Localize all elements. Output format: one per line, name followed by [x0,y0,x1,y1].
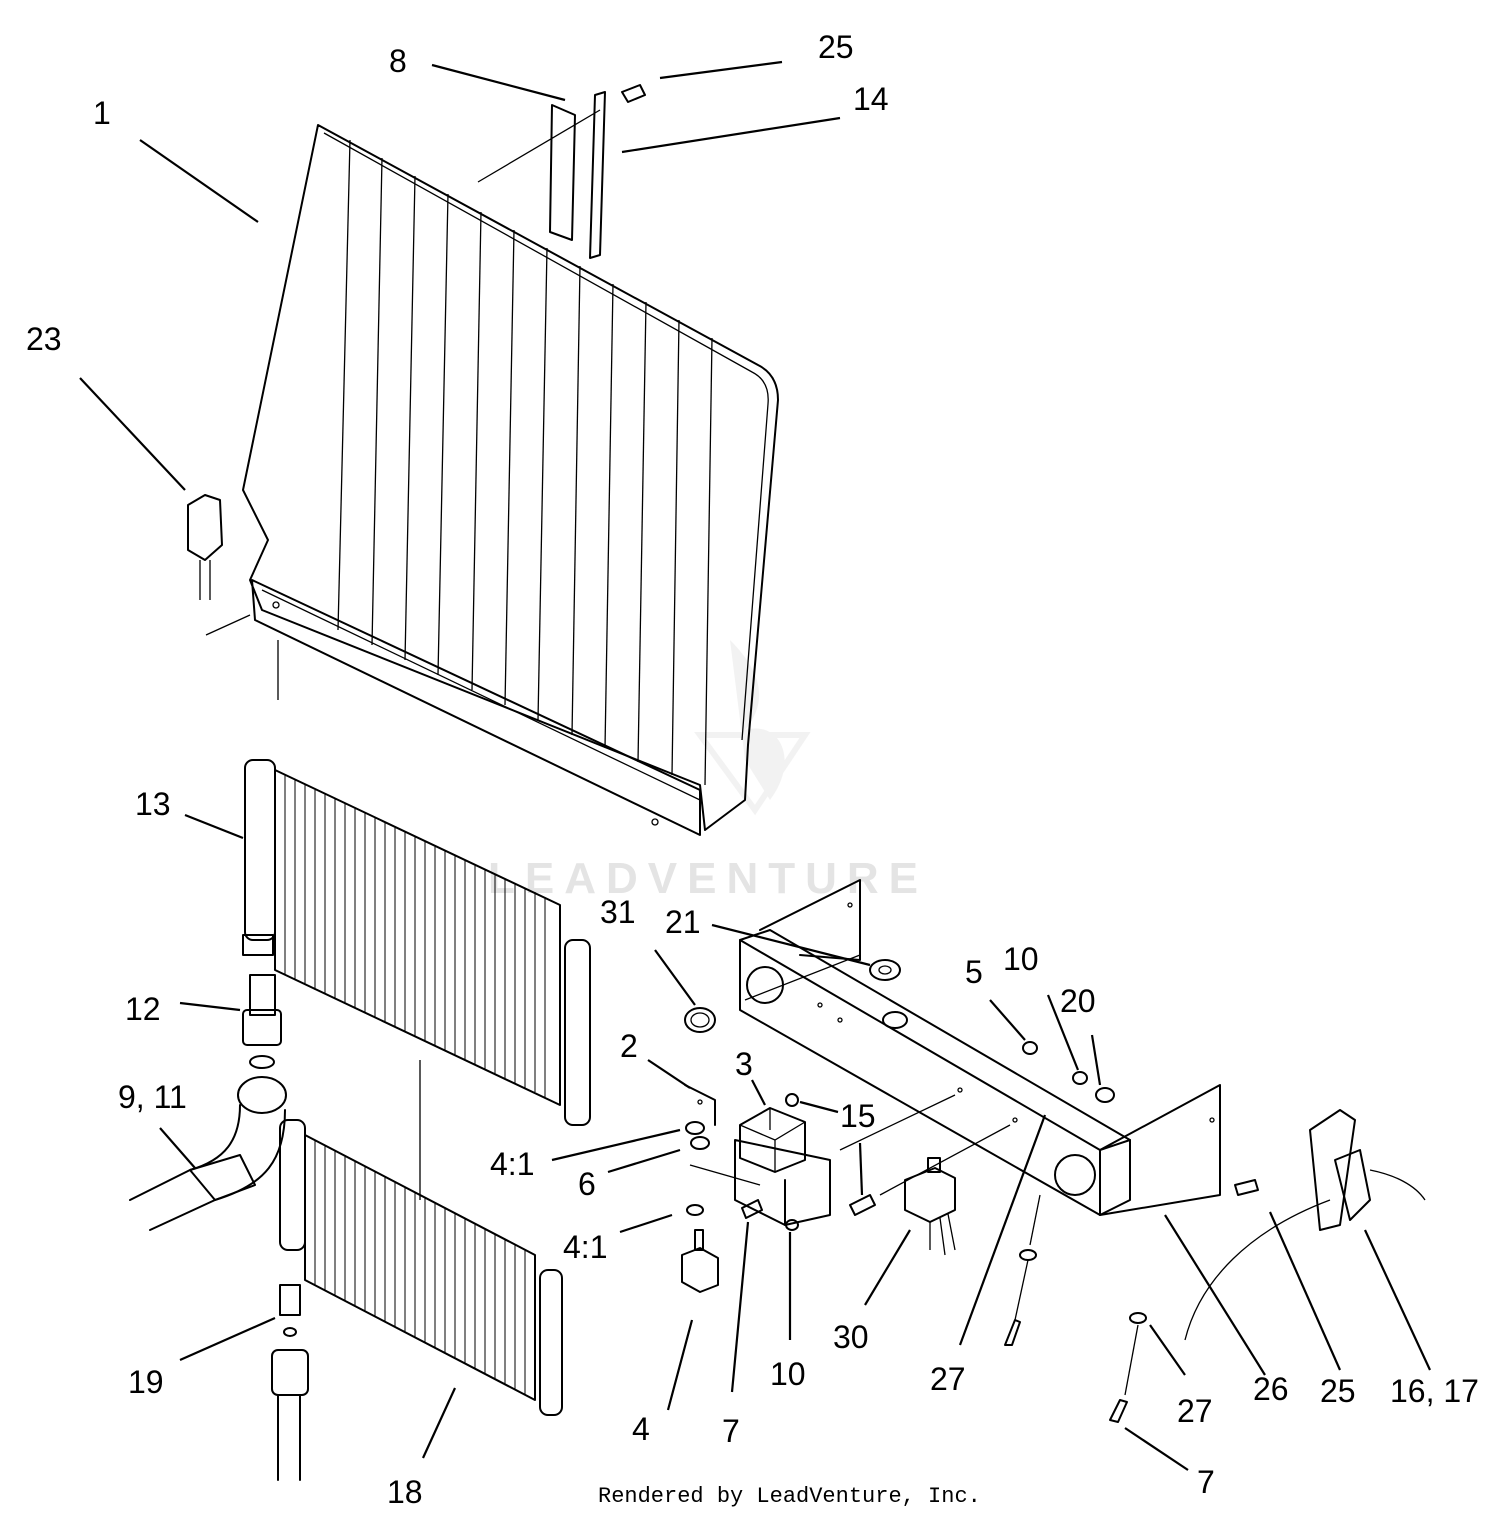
bracket-16-17 [1184,1109,1426,1341]
fitting-12 [242,974,282,1069]
callout-23: 23 [26,321,62,357]
callout-7-right: 7 [1197,1464,1215,1500]
bolt-7-right [1109,1399,1128,1423]
seal-strip-8 [549,104,576,241]
callout-8: 8 [389,43,407,79]
washer-4-1-top [685,1121,710,1150]
shroud-panel [242,124,779,836]
callout-14: 14 [853,81,889,117]
callout-18: 18 [387,1474,423,1510]
callout-12: 12 [125,991,161,1027]
callout-4-1-bottom: 4:1 [563,1229,607,1265]
callout-26: 26 [1253,1371,1289,1407]
watermark-logo [694,640,811,816]
nut-31 [684,1007,716,1033]
callout-16-17: 16, 17 [1390,1373,1479,1409]
callout-31: 31 [600,894,636,930]
callout-7-left: 7 [722,1413,740,1449]
callout-30: 30 [833,1319,869,1355]
callout-5: 5 [965,954,983,990]
render-credit: Rendered by LeadVenture, Inc. [598,1484,981,1509]
callout-15: 15 [840,1098,876,1134]
washer-27-right [1129,1312,1147,1324]
washer-4-1-bottom [686,1204,704,1216]
seal-strip-14 [589,91,606,259]
relay-30 [904,1157,956,1256]
nut-5 [1022,1041,1038,1055]
callout-1: 1 [93,95,111,131]
callout-19: 19 [128,1364,164,1400]
bracket-2 [684,1084,831,1226]
screw-15 [785,1093,876,1216]
assembly-line [205,614,279,700]
watermark-text: LEADVENTURE [488,854,928,903]
heat-exchanger-18 [279,1119,563,1416]
grommet-21 [869,959,901,981]
callout-4-1-top: 4:1 [490,1146,534,1182]
assembly-line [477,109,601,183]
control-box-26 [739,879,1221,1216]
nut-20 [1095,1087,1115,1103]
switch-4 [681,1229,719,1293]
callout-25-top: 25 [818,29,854,65]
assembly-lines [744,954,1139,1396]
callout-13: 13 [135,786,171,822]
callout-27-right: 27 [1177,1393,1213,1429]
screw-25-right [1234,1179,1259,1196]
leader-lines [79,60,1431,1471]
callout-6: 6 [578,1166,596,1202]
nut-10-top [1072,1071,1088,1085]
relay-3 [739,1107,806,1173]
hose-9-11 [129,1076,287,1231]
nut-10-bottom [785,1219,799,1231]
screw-7-left [741,1199,763,1219]
callout-9-11: 9, 11 [118,1079,187,1115]
screw-25-top [621,84,646,103]
callout-10-top: 10 [1003,941,1039,977]
callout-21: 21 [665,904,701,940]
callout-4: 4 [632,1411,650,1447]
wire-6 [689,1164,761,1186]
clip-23 [187,494,223,600]
callout-20: 20 [1060,983,1096,1019]
callout-27-left: 27 [930,1361,966,1397]
heat-exchanger-13 [242,759,591,1126]
callout-2: 2 [620,1028,638,1064]
fitting-19 [271,1284,309,1481]
callout-25-right: 25 [1320,1373,1356,1409]
callout-3: 3 [735,1046,753,1082]
callout-10-bottom: 10 [770,1356,806,1392]
